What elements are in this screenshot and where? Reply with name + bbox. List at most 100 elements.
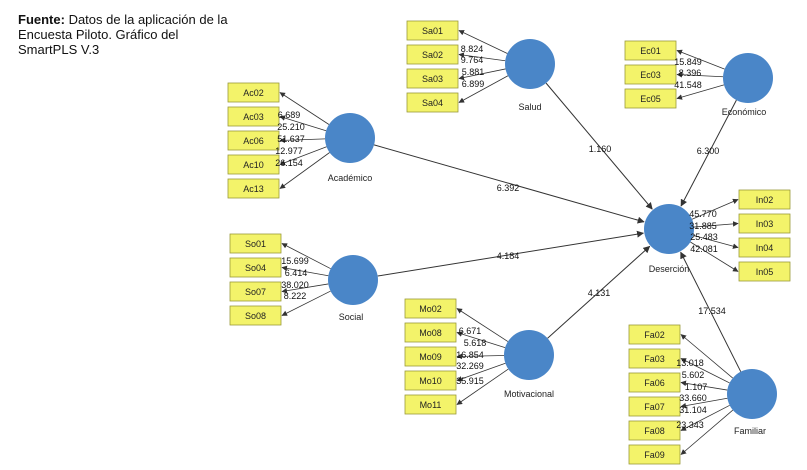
loading-value-fa07: 33.660 bbox=[679, 393, 707, 403]
indicator-box-in05[interactable] bbox=[738, 261, 791, 282]
loading-value-so01: 15.699 bbox=[281, 256, 309, 266]
indicator-box-ac06[interactable] bbox=[227, 130, 280, 151]
indicator-label-fa09: Fa09 bbox=[644, 450, 665, 460]
path-arrow-academico bbox=[373, 144, 645, 224]
loading-value-so07: 38.020 bbox=[281, 280, 309, 290]
indicator-box-so01[interactable] bbox=[229, 233, 282, 254]
path-coefficient-familiar: 17.534 bbox=[698, 306, 726, 316]
loading-arrow-mo08 bbox=[456, 331, 506, 349]
indicator-label-ac03: Ac03 bbox=[243, 112, 264, 122]
indicator-box-ac13[interactable] bbox=[227, 178, 280, 199]
loading-arrow-fa07 bbox=[680, 397, 728, 409]
loading-arrow-so08 bbox=[281, 290, 331, 316]
indicator-label-ec05: Ec05 bbox=[640, 94, 661, 104]
path-coefficient-salud: 1.160 bbox=[589, 144, 612, 154]
path-arrow-familiar bbox=[680, 251, 742, 372]
loading-arrow-ac06 bbox=[279, 137, 326, 144]
indicator-box-mo08[interactable] bbox=[404, 322, 457, 343]
latent-label-familiar: Familiar bbox=[734, 426, 766, 436]
indicator-box-sa04[interactable] bbox=[406, 92, 459, 113]
indicator-box-ac10[interactable] bbox=[227, 154, 280, 175]
loading-arrow-so01 bbox=[281, 243, 331, 270]
indicator-label-fa03: Fa03 bbox=[644, 354, 665, 364]
indicator-label-ec03: Ec03 bbox=[640, 70, 661, 80]
loading-value-mo11: 35.915 bbox=[456, 376, 484, 386]
loading-arrow-in02 bbox=[691, 198, 739, 220]
loading-value-sa01: 8.824 bbox=[461, 44, 484, 54]
indicator-box-sa02[interactable] bbox=[406, 44, 459, 65]
path-coefficient-economico: 6.300 bbox=[697, 146, 720, 156]
loading-arrow-fa03 bbox=[680, 358, 730, 384]
indicator-label-fa02: Fa02 bbox=[644, 330, 665, 340]
latent-variable-economico[interactable] bbox=[723, 53, 773, 103]
latent-variable-salud[interactable] bbox=[505, 39, 555, 89]
indicator-box-mo11[interactable] bbox=[404, 394, 457, 415]
indicator-box-ec01[interactable] bbox=[624, 40, 677, 61]
loading-arrow-so07 bbox=[281, 283, 329, 294]
latent-label-desercion: Deserción bbox=[649, 264, 690, 274]
loading-arrow-sa04 bbox=[458, 75, 509, 103]
figure-source-note: Fuente: Datos de la aplicación de la Enc… bbox=[18, 12, 228, 57]
latent-variable-familiar[interactable] bbox=[727, 369, 777, 419]
latent-variable-motivacional[interactable] bbox=[504, 330, 554, 380]
indicator-box-fa08[interactable] bbox=[628, 420, 681, 441]
indicator-box-ac03[interactable] bbox=[227, 106, 280, 127]
indicator-label-ac10: Ac10 bbox=[243, 160, 264, 170]
loading-arrow-in05 bbox=[690, 241, 739, 272]
indicator-box-mo09[interactable] bbox=[404, 346, 457, 367]
indicator-label-so01: So01 bbox=[245, 239, 266, 249]
loading-value-in04: 25.483 bbox=[690, 232, 718, 242]
indicator-box-fa09[interactable] bbox=[628, 444, 681, 465]
loading-arrow-mo09 bbox=[456, 353, 505, 360]
loading-arrow-ec03 bbox=[676, 71, 724, 78]
indicator-box-mo10[interactable] bbox=[404, 370, 457, 391]
indicator-label-mo02: Mo02 bbox=[419, 304, 442, 314]
latent-variable-social[interactable] bbox=[328, 255, 378, 305]
loading-value-ec05: 41.548 bbox=[674, 80, 702, 90]
indicator-box-so08[interactable] bbox=[229, 305, 282, 326]
loading-value-fa06: 1.107 bbox=[685, 382, 708, 392]
indicator-box-fa06[interactable] bbox=[628, 372, 681, 393]
indicator-box-so07[interactable] bbox=[229, 281, 282, 302]
path-arrow-salud bbox=[545, 82, 653, 210]
indicator-label-fa08: Fa08 bbox=[644, 426, 665, 436]
loading-arrow-fa08 bbox=[680, 404, 730, 431]
loading-value-ec01: 15.849 bbox=[674, 57, 702, 67]
indicator-label-fa06: Fa06 bbox=[644, 378, 665, 388]
loading-arrow-fa02 bbox=[680, 334, 733, 379]
indicator-box-sa03[interactable] bbox=[406, 68, 459, 89]
indicator-box-so04[interactable] bbox=[229, 257, 282, 278]
loading-value-ac13: 26.154 bbox=[275, 158, 303, 168]
indicator-box-mo02[interactable] bbox=[404, 298, 457, 319]
latent-variable-academico[interactable] bbox=[325, 113, 375, 163]
indicator-label-mo09: Mo09 bbox=[419, 352, 442, 362]
indicator-box-sa01[interactable] bbox=[406, 20, 459, 41]
loading-arrow-sa02 bbox=[458, 52, 506, 62]
indicator-box-in04[interactable] bbox=[738, 237, 791, 258]
loading-value-sa02: 9.764 bbox=[461, 55, 484, 65]
indicator-box-ec05[interactable] bbox=[624, 88, 677, 109]
indicator-box-fa02[interactable] bbox=[628, 324, 681, 345]
indicator-box-fa03[interactable] bbox=[628, 348, 681, 369]
indicator-box-ec03[interactable] bbox=[624, 64, 677, 85]
indicator-label-so08: So08 bbox=[245, 311, 266, 321]
loading-arrow-sa03 bbox=[458, 68, 506, 81]
loading-value-ac02: 6.689 bbox=[278, 110, 301, 120]
indicator-box-in03[interactable] bbox=[738, 213, 791, 234]
latent-variable-desercion[interactable] bbox=[644, 204, 694, 254]
indicator-box-fa07[interactable] bbox=[628, 396, 681, 417]
loading-value-mo08: 5.618 bbox=[464, 338, 487, 348]
indicator-box-ac02[interactable] bbox=[227, 82, 280, 103]
node-layer: Sa01Sa02Sa03Sa04Ec01Ec03Ec05Ac02Ac03Ac06… bbox=[227, 20, 791, 465]
loading-arrow-fa06 bbox=[680, 380, 728, 391]
loading-arrow-in04 bbox=[693, 235, 739, 249]
indicator-label-in02: In02 bbox=[756, 195, 774, 205]
indicator-label-mo11: Mo11 bbox=[420, 400, 442, 410]
loading-value-in03: 31.885 bbox=[689, 221, 717, 231]
indicator-box-in02[interactable] bbox=[738, 189, 791, 210]
latent-label-motivacional: Motivacional bbox=[504, 389, 554, 399]
loading-value-fa02: 13.018 bbox=[676, 358, 704, 368]
loading-arrow-so04 bbox=[281, 265, 329, 277]
indicator-label-sa01: Sa01 bbox=[422, 26, 443, 36]
